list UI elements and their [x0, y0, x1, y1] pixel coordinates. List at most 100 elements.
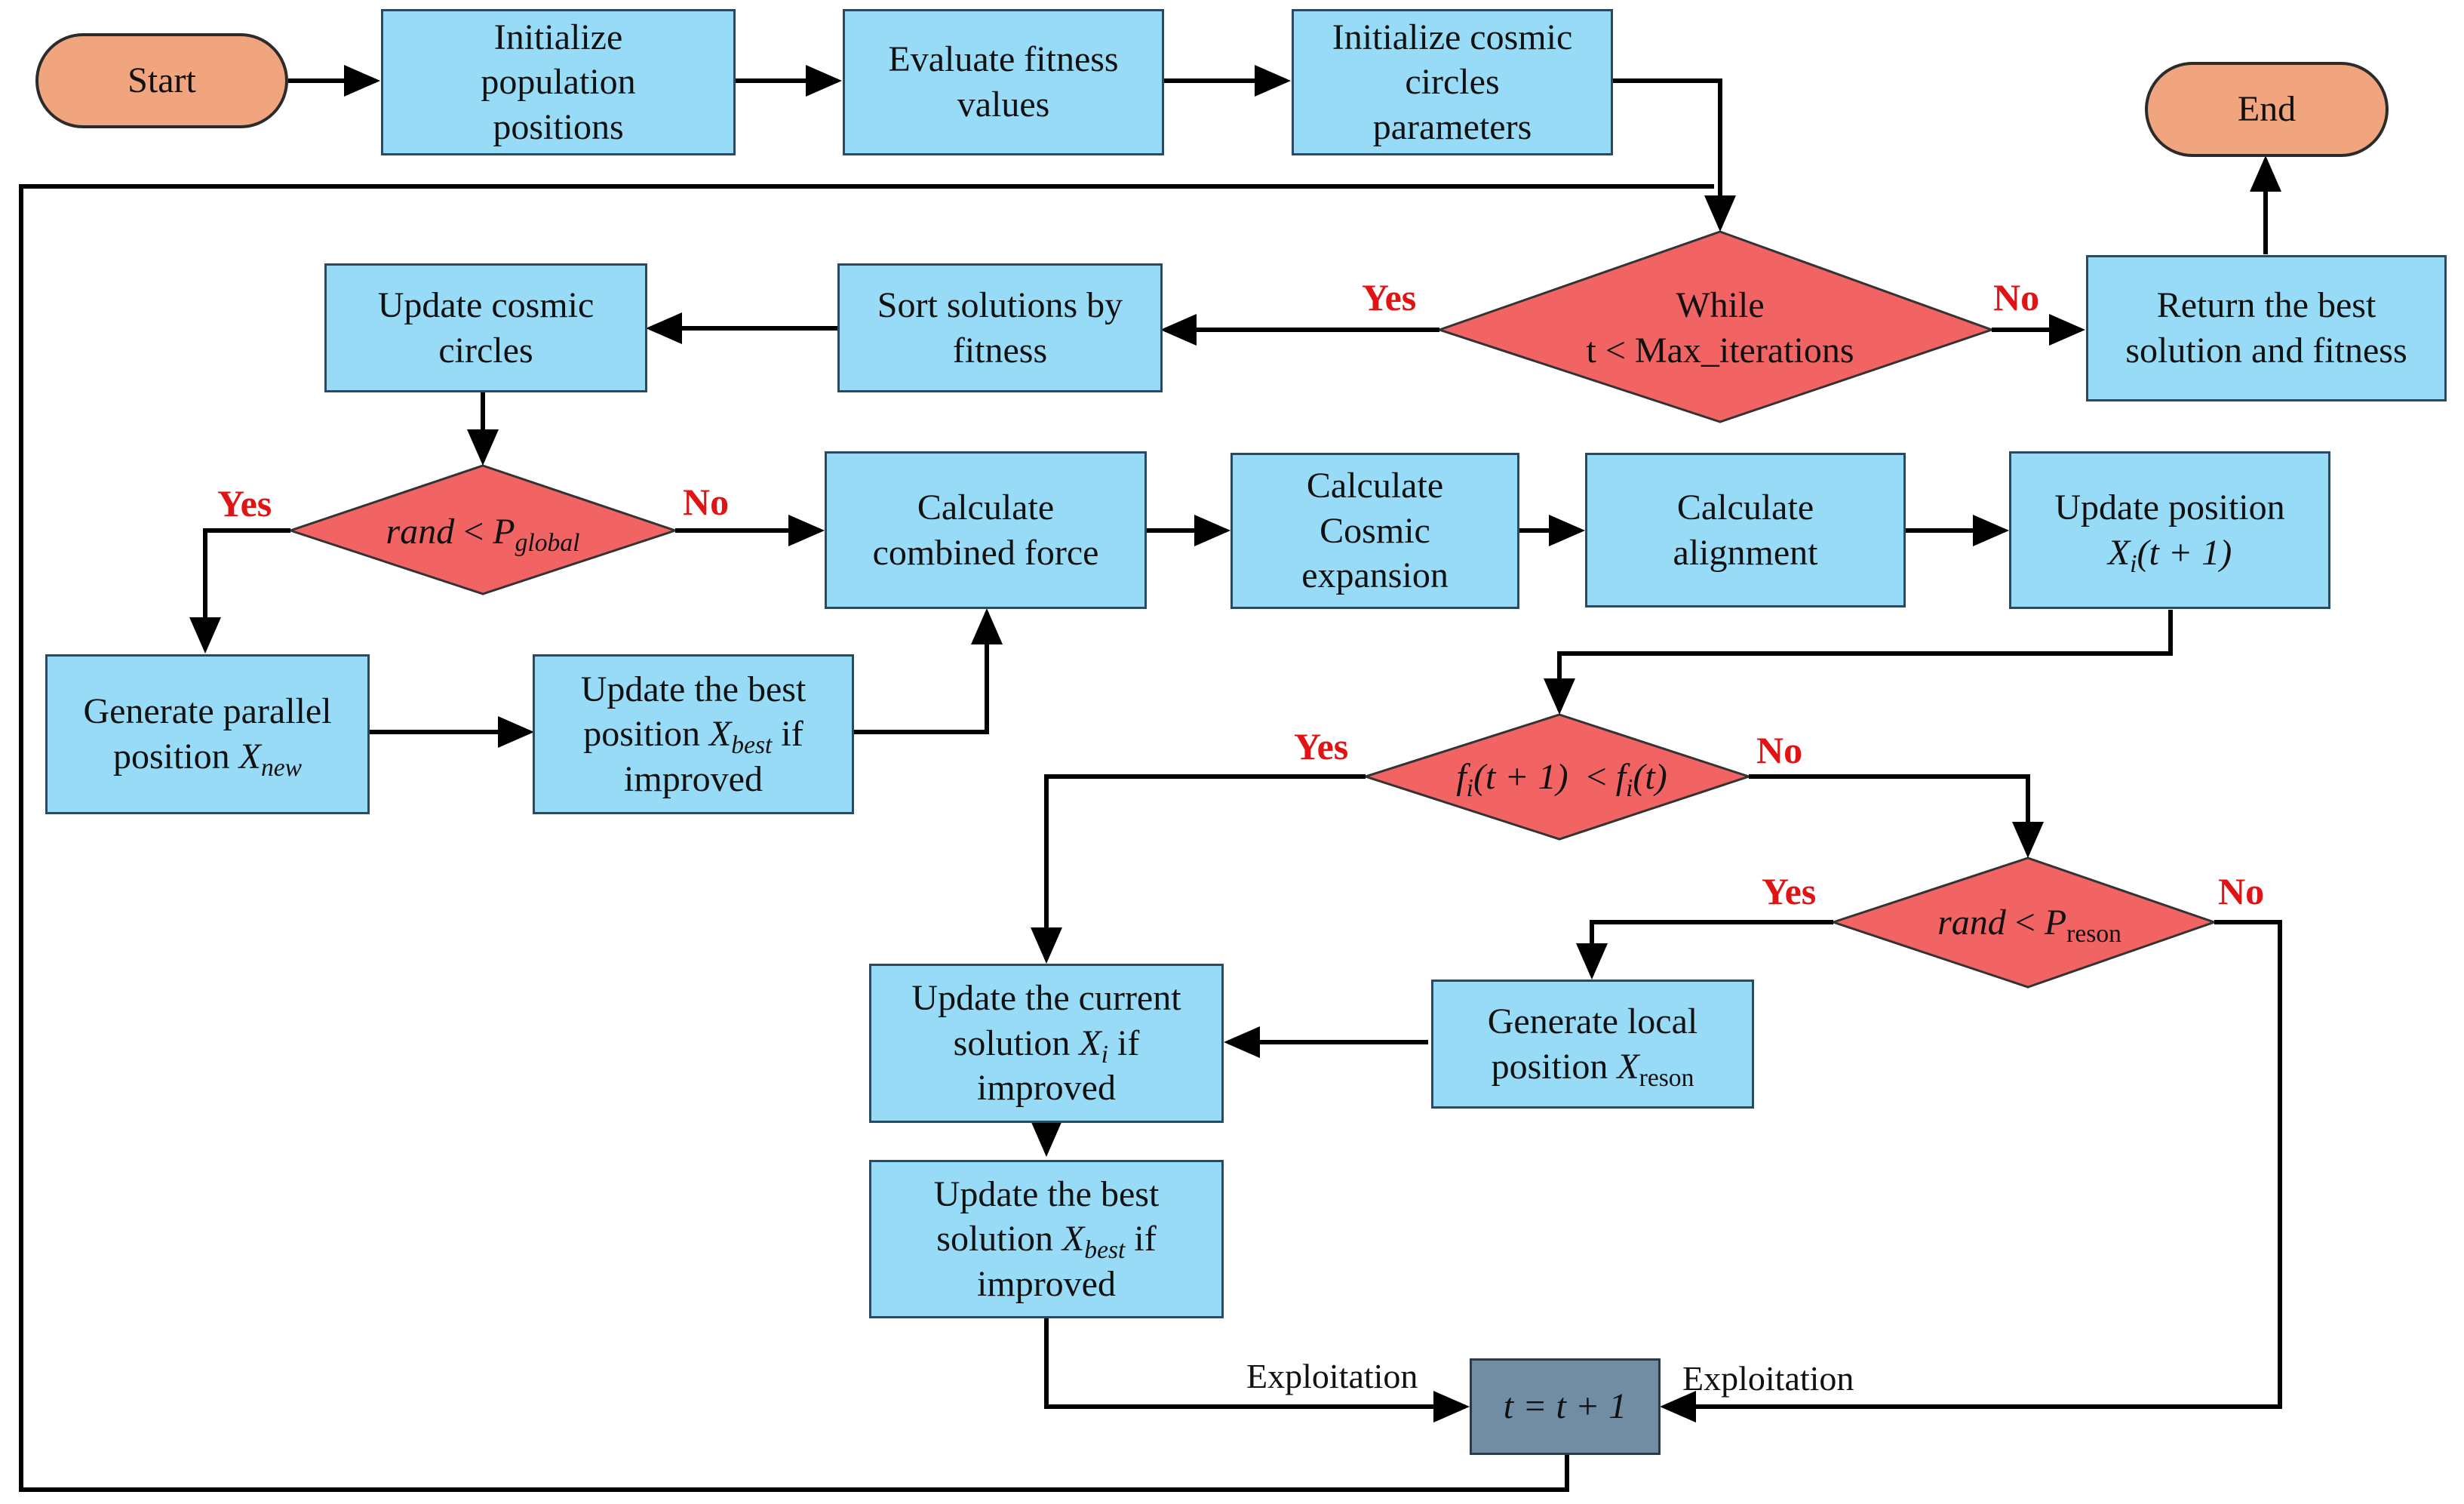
- update-position-sub: i: [2130, 549, 2137, 578]
- exploitation-left-label: Exploitation: [1246, 1357, 1418, 1395]
- calculate-force-line-1: Calculate: [917, 487, 1055, 527]
- calculate-expansion-line-2: Cosmic: [1320, 510, 1430, 551]
- update-current-var: X: [1079, 1023, 1101, 1063]
- compare-sub: i: [1466, 774, 1473, 803]
- reson-sub: reson: [2066, 920, 2121, 949]
- compare-op: <: [1568, 757, 1616, 798]
- update-best-position-line-2: position Xbest if: [583, 712, 803, 760]
- end-terminal: End: [2145, 62, 2389, 157]
- generate-parallel-line-2: position Xnew: [113, 734, 302, 780]
- reson-condition: rand < Preson: [1937, 900, 2121, 946]
- sort-solutions-line-2: fitness: [952, 330, 1048, 371]
- generate-local-var: X: [1617, 1046, 1639, 1087]
- calculate-alignment-line-1: Calculate: [1676, 487, 1814, 527]
- edge-reson-local: [1576, 920, 1833, 980]
- update-best-solution-line-3: improved: [977, 1263, 1116, 1304]
- return-best-box: Return the best solution and fitness: [2086, 255, 2447, 401]
- generate-parallel-sub: new: [260, 754, 303, 783]
- decision-global: [287, 464, 679, 595]
- reson-yes-label: Yes: [1762, 870, 1817, 912]
- return-best-line-1: Return the best: [2156, 285, 2376, 326]
- calculate-alignment-box: Calculate alignment: [1585, 453, 1906, 607]
- initialize-population-line-3: positions: [493, 106, 624, 147]
- update-current-line-2: solution Xi if: [953, 1021, 1140, 1069]
- update-position-arg: (t + 1): [2137, 532, 2232, 573]
- initialize-circles-box: Initialize cosmic circles parameters: [1292, 9, 1613, 155]
- while-decision-text: While t < Max_iterations: [1479, 268, 1962, 389]
- increment-step-box: t = t + 1: [1470, 1358, 1661, 1455]
- global-no-label: No: [683, 481, 730, 523]
- reson-no-label: No: [2218, 870, 2265, 912]
- reson-lhs: rand: [1937, 903, 2006, 943]
- calculate-force-line-2: combined force: [872, 532, 1099, 573]
- update-best-solution-sub: best: [1084, 1236, 1126, 1265]
- evaluate-fitness-line-2: values: [957, 85, 1050, 125]
- global-lhs: rand: [386, 512, 455, 552]
- reson-decision-text: rand < Preson: [1856, 889, 2203, 957]
- calculate-alignment-line-2: alignment: [1673, 532, 1818, 573]
- return-best-line-2: solution and fitness: [2125, 331, 2407, 371]
- compare-fn: f: [1456, 757, 1467, 798]
- update-current-prefix: solution: [953, 1023, 1080, 1063]
- generate-local-sub: reson: [1639, 1063, 1694, 1092]
- global-condition: rand < Pglobal: [386, 509, 580, 555]
- update-best-position-var: X: [708, 714, 732, 755]
- end-label: End: [2237, 89, 2297, 130]
- update-best-position-suffix: if: [772, 714, 803, 755]
- while-no-label: No: [1993, 276, 2040, 318]
- update-position-line-1: Update position: [2054, 487, 2285, 527]
- update-best-position-box: Update the best position Xbest if improv…: [533, 654, 854, 814]
- update-current-sub: i: [1101, 1040, 1109, 1069]
- edge-circles-while: [1613, 78, 1736, 232]
- update-current-line-1: Update the current: [911, 978, 1181, 1019]
- while-line-1: While: [1676, 285, 1765, 326]
- sort-solutions-line-1: Sort solutions by: [877, 284, 1123, 325]
- reson-var: P: [2044, 903, 2067, 943]
- increment-step-label: t = t + 1: [1503, 1386, 1627, 1427]
- update-current-suffix: if: [1108, 1023, 1140, 1063]
- generate-parallel-var: X: [238, 737, 261, 777]
- compare-arg1: (t + 1): [1473, 757, 1568, 798]
- update-position-line-2: Xi(t + 1): [2108, 531, 2232, 578]
- start-label: Start: [128, 60, 196, 101]
- calculate-expansion-box: Calculate Cosmic expansion: [1230, 453, 1519, 609]
- generate-parallel-line-1: Generate parallel: [83, 691, 332, 732]
- update-best-solution-line-2: solution Xbest if: [936, 1216, 1157, 1265]
- edge-bestsol-step: [1044, 1318, 1470, 1422]
- edge-global-parallel: [189, 528, 290, 654]
- initialize-circles-line-1: Initialize cosmic: [1332, 17, 1573, 57]
- initialize-population-line-2: population: [481, 62, 636, 103]
- edge-position-compare: [1544, 610, 2173, 715]
- evaluate-fitness-line-1: Evaluate fitness: [888, 39, 1119, 80]
- exploitation-right-label: Exploitation: [1682, 1359, 1854, 1398]
- compare-yes-label: Yes: [1294, 725, 1349, 767]
- edge-reson-step: [1660, 920, 2282, 1422]
- generate-local-prefix: position: [1491, 1046, 1618, 1087]
- decision-reson: [1830, 857, 2218, 989]
- update-circles-line-1: Update cosmic: [377, 284, 594, 325]
- update-position-box: Update position Xi(t + 1): [2009, 451, 2330, 609]
- update-current-box: Update the current solution Xi if improv…: [869, 964, 1224, 1123]
- calculate-force-box: Calculate combined force: [825, 451, 1147, 609]
- edge-bestpos-force: [854, 608, 1003, 734]
- update-best-position-prefix: position: [583, 714, 709, 755]
- update-best-solution-suffix: if: [1125, 1219, 1157, 1259]
- update-circles-line-2: circles: [438, 330, 533, 371]
- sort-solutions-box: Sort solutions by fitness: [837, 263, 1163, 392]
- calculate-expansion-line-1: Calculate: [1306, 466, 1444, 506]
- update-best-position-sub: best: [731, 731, 773, 760]
- update-best-solution-line-1: Update the best: [933, 1173, 1160, 1214]
- compare-condition: fi(t + 1) < fi(t): [1456, 755, 1667, 803]
- start-terminal: Start: [35, 33, 288, 128]
- global-var: P: [493, 512, 515, 552]
- edge-compare-current: [1031, 774, 1366, 964]
- compare-no-label: No: [1756, 729, 1803, 771]
- initialize-circles-line-3: parameters: [1372, 106, 1532, 147]
- while-line-2: t < Max_iterations: [1586, 331, 1854, 371]
- evaluate-fitness-box: Evaluate fitness values: [843, 9, 1164, 155]
- edge-loop-back: [19, 184, 1714, 1492]
- global-op: <: [454, 512, 493, 552]
- global-sub: global: [515, 529, 580, 558]
